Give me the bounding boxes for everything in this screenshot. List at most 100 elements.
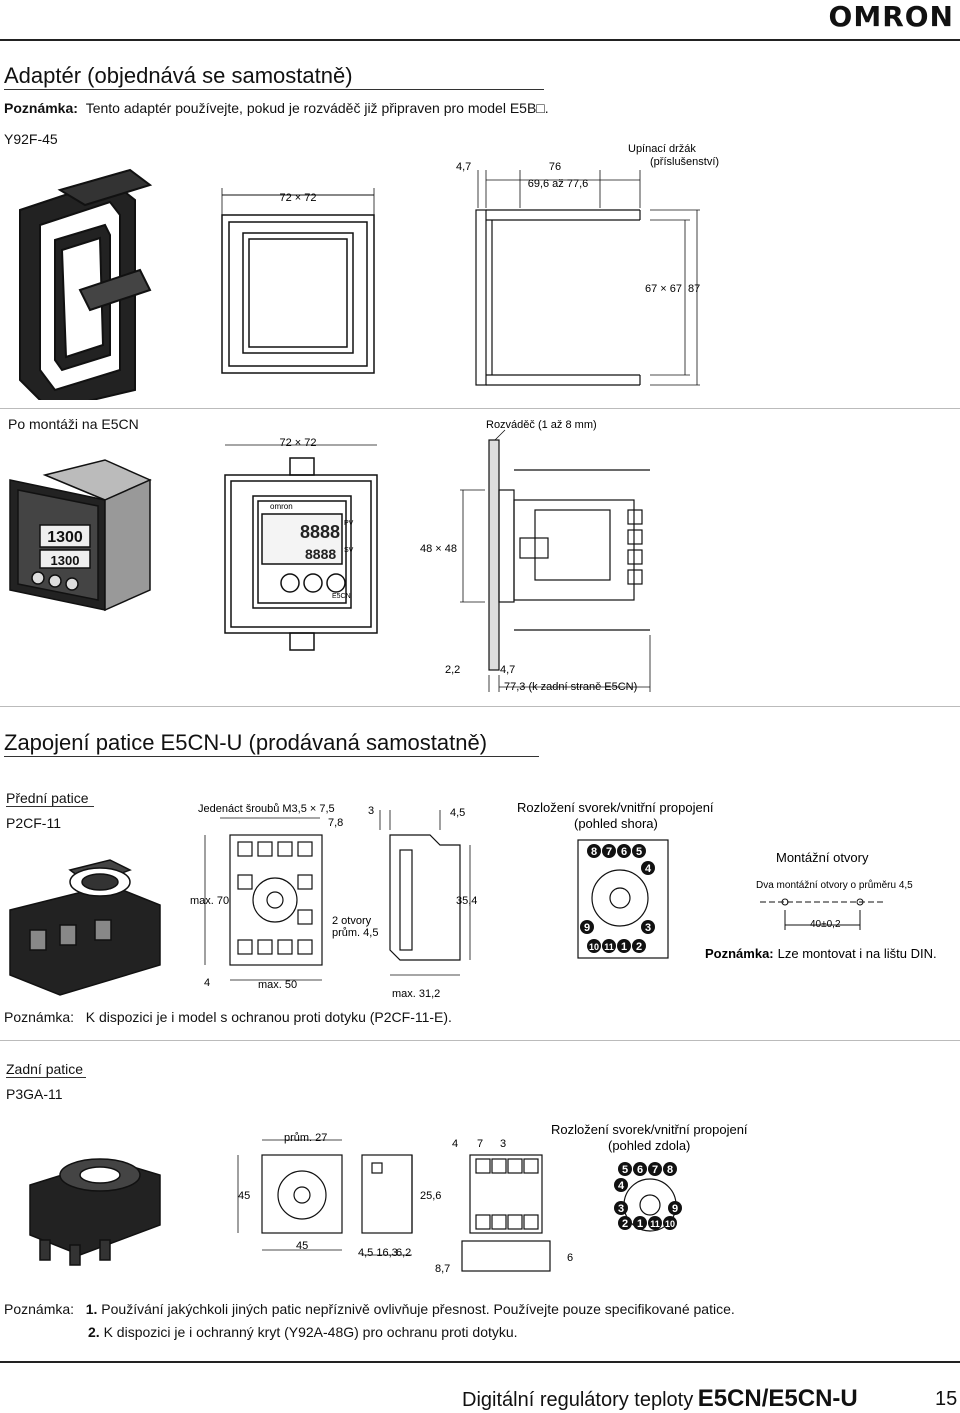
dim-4: 4 [204, 977, 210, 989]
socket-note-1: Poznámka: 1. Používání jakýchkoli jiných… [4, 1301, 735, 1317]
svg-text:10: 10 [665, 1219, 675, 1229]
front-socket-side-view [379, 810, 471, 976]
dim-48x48: 48 × 48 [420, 543, 457, 555]
pv-label: PV [344, 520, 354, 527]
front-terminal-layout [577, 839, 669, 959]
rear-terminal-numbers: 5 6 7 8 4 3 9 2 1 11 10 [614, 1162, 682, 1230]
mount-dim: 40±0,2 [810, 919, 841, 930]
holes-2: prům. 4,5 [332, 927, 378, 939]
adapter-side-view [475, 170, 700, 386]
dim-72x72: 72 × 72 [279, 192, 316, 204]
svg-text:1300: 1300 [51, 553, 80, 568]
rear-layout-1: Rozložení svorek/vnitřní propojení [551, 1122, 748, 1137]
dim-77-3: 77,3 (k zadní straně E5CN) [504, 681, 637, 693]
dim-2-2: 2,2 [445, 664, 460, 676]
dim-4-5: 4,5 [450, 807, 465, 819]
separator [0, 1040, 960, 1041]
screws: Jedenáct šroubů M3,5 × 7,5 [198, 803, 335, 815]
socket-note-2: 2. K dispozici je i ochranný kryt (Y92A-… [88, 1324, 518, 1340]
title-underline [4, 756, 539, 757]
front-socket-model: P2CF-11 [6, 815, 61, 831]
mounted-title: Po montáži na E5CN [8, 416, 139, 432]
adapter-front-view [221, 188, 375, 374]
footer-rule [0, 1361, 960, 1363]
svg-text:5: 5 [636, 846, 642, 858]
svg-text:4: 4 [618, 1180, 625, 1192]
controller-front-view [224, 444, 378, 651]
svg-text:2: 2 [622, 1218, 628, 1230]
dim-87: 87 [688, 283, 700, 295]
svg-text:7: 7 [652, 1164, 658, 1176]
holder-label-1: Upínací držák [628, 143, 696, 155]
mount-holes-diagram [760, 898, 885, 930]
title-underline [4, 89, 544, 90]
rear-socket-drawing: prům. 27 45 45 25,6 4,5 16,3 6,2 4 7 3 8… [29, 1122, 748, 1275]
controller-iso-image [9, 459, 152, 612]
svg-text:9: 9 [584, 922, 590, 934]
rear-dim-3: 3 [500, 1138, 506, 1150]
rear-socket-title: Zadní patice [6, 1061, 84, 1077]
dim-6-2: 6,2 [396, 1247, 411, 1259]
rear-socket-side-view [361, 1154, 413, 1256]
title-underline [6, 1077, 86, 1078]
svg-text:8888: 8888 [300, 522, 340, 542]
front-socket-drawing: Jedenáct šroubů M3,5 × 7,5 7,8 max. 70 2… [9, 800, 937, 1000]
svg-text:1: 1 [637, 1218, 643, 1230]
title-underline [6, 806, 94, 807]
adapter-title: Adaptér (objednává se samostatně) [4, 63, 353, 88]
svg-text:6: 6 [637, 1164, 643, 1176]
front-terminal-numbers: 8 7 6 5 4 9 3 10 11 1 2 [580, 844, 655, 953]
svg-text:6: 6 [621, 846, 627, 858]
rear-socket-top-view [237, 1139, 343, 1251]
rear-socket-model: P3GA-11 [6, 1086, 63, 1102]
adapter-iso-image [19, 168, 153, 400]
adapter-note: Poznámka: Tento adaptér používejte, poku… [4, 100, 549, 116]
mounted-dim-72: 72 × 72 [279, 437, 316, 449]
svg-text:8: 8 [667, 1164, 673, 1176]
dim-max70: max. 70 [190, 895, 229, 907]
rear-dim-4: 4 [452, 1138, 458, 1150]
dim-45a: 45 [238, 1190, 250, 1202]
mount-title: Montážní otvory [776, 850, 869, 865]
dim-6: 6 [567, 1252, 573, 1264]
adapter-model: Y92F-45 [4, 131, 58, 147]
mount-text: Dva montážní otvory o průměru 4,5 [756, 879, 913, 891]
mounted-drawing: 1300 1300 omron 8888 8888 PV SV E5CN 72 … [9, 419, 651, 693]
svg-text:9: 9 [672, 1203, 678, 1215]
svg-text:11: 11 [604, 942, 614, 952]
svg-text:8888: 8888 [305, 546, 336, 562]
socket-title: Zapojení patice E5CN-U (prodávaná samost… [4, 730, 488, 755]
sv-label: SV [344, 547, 354, 554]
rear-socket-bottom-view [461, 1154, 551, 1272]
dim-4-5-16-3: 4,5 16,3 [358, 1247, 398, 1259]
svg-text:10: 10 [589, 942, 599, 952]
svg-text:1300: 1300 [47, 529, 83, 546]
dim-max50: max. 50 [258, 979, 297, 991]
holes-1: 2 otvory [332, 915, 372, 927]
layout-1: Rozložení svorek/vnitřní propojení [517, 800, 714, 815]
svg-text:7: 7 [606, 846, 612, 858]
panel-label: Rozváděč (1 až 8 mm) [486, 419, 597, 431]
holder-label-2: (příslušenství) [650, 156, 719, 168]
dim-7-8: 7,8 [328, 817, 343, 829]
rear-layout-2: (pohled zdola) [608, 1138, 690, 1153]
dim-4-7: 4,7 [456, 161, 471, 173]
panel-model: E5CN [332, 593, 351, 600]
controller-side-view [460, 429, 651, 692]
dim-3: 3 [368, 805, 374, 817]
header-rule [0, 39, 960, 41]
brand: omron [270, 502, 293, 511]
svg-text:1: 1 [621, 941, 627, 953]
dim-45b: 45 [296, 1240, 308, 1252]
dim-67x67: 67 × 67 [645, 283, 682, 295]
front-socket-note: Poznámka: K dispozici je i model s ochra… [4, 1009, 452, 1025]
layout-2: (pohled shora) [574, 816, 658, 831]
front-socket-iso-image [9, 859, 161, 996]
adapter-drawing: 72 × 72 4,7 76 69,6 až 77,6 Upínací držá… [19, 143, 719, 400]
front-socket-top-view [204, 817, 323, 981]
dim-35-4: 35,4 [456, 895, 477, 907]
rear-dim-7: 7 [477, 1138, 483, 1150]
omron-logo: OMRON [828, 0, 954, 33]
separator [0, 706, 960, 707]
dim-69-77: 69,6 až 77,6 [528, 178, 589, 190]
